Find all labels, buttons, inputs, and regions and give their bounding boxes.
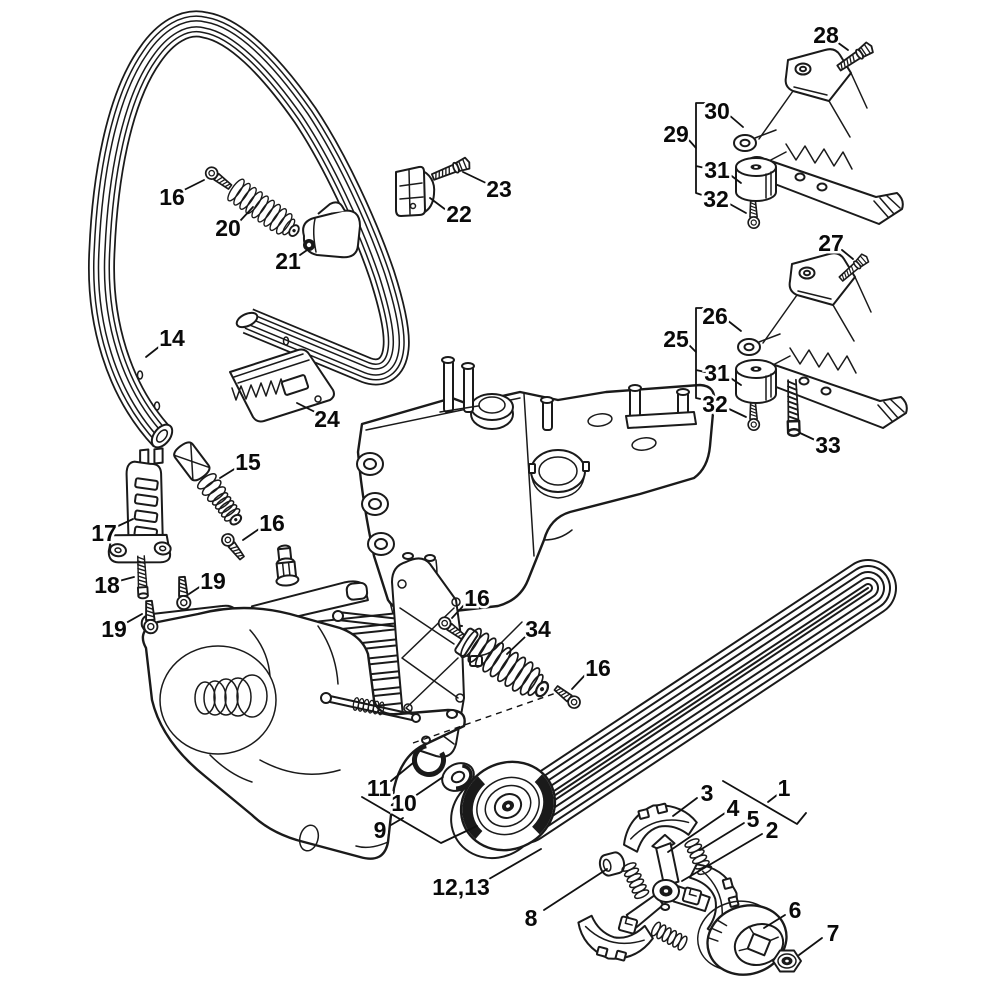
callout-16: 16 — [259, 510, 285, 536]
callout-labels: 1620212223142428302931322726253132331517… — [89, 20, 847, 949]
callout-27: 27 — [818, 230, 844, 256]
callout-1: 1 — [778, 775, 791, 801]
part-21-plug — [302, 201, 361, 259]
part-32-screw — [746, 200, 761, 230]
callout-4: 4 — [727, 795, 740, 821]
callout-33: 33 — [815, 432, 841, 458]
callout-19: 19 — [101, 616, 127, 642]
part-34-spring — [454, 625, 557, 708]
part-12-13-pulley — [450, 760, 557, 860]
part-31-buffer — [735, 359, 777, 404]
callout-25: 25 — [663, 326, 689, 352]
part-support-frame — [332, 552, 465, 758]
callout-32: 32 — [703, 186, 729, 212]
part-16-screw — [218, 530, 248, 563]
part-23-bolt — [429, 155, 473, 184]
part-tank-housing — [356, 356, 716, 667]
part-15-spring — [173, 441, 243, 526]
callout-21: 21 — [275, 248, 301, 274]
callout-31: 31 — [704, 157, 730, 183]
part-7-nut — [772, 949, 802, 973]
leader-lines — [115, 41, 854, 956]
callout-10: 10 — [391, 790, 417, 816]
part-11-circlip — [412, 743, 446, 777]
callout-18: 18 — [94, 572, 120, 598]
callout-16: 16 — [159, 184, 185, 210]
callout-34: 34 — [525, 616, 551, 642]
part-handlebar — [102, 24, 397, 451]
callout-20: 20 — [215, 215, 241, 241]
callout-2: 2 — [766, 817, 779, 843]
part-22-bracket — [395, 165, 436, 217]
part-clutch-spring — [649, 920, 690, 952]
callout-3: 3 — [701, 780, 714, 806]
part-clutch-pad — [681, 886, 703, 906]
callout-26: 26 — [702, 303, 728, 329]
callout-17: 17 — [91, 520, 117, 546]
callout-7: 7 — [827, 920, 840, 946]
callout-19: 19 — [200, 568, 226, 594]
callout-12,13: 12,13 — [432, 874, 490, 900]
part-31-buffer — [735, 157, 777, 202]
callout-9: 9 — [374, 817, 387, 843]
callout-16: 16 — [585, 655, 611, 681]
callout-28: 28 — [813, 22, 839, 48]
part-24-handle-molding — [229, 348, 335, 423]
callout-31: 31 — [704, 360, 730, 386]
callout-8: 8 — [525, 905, 538, 931]
callout-11: 11 — [367, 775, 392, 801]
assembly-axis-dashed-line — [412, 692, 557, 744]
part-5-spring — [620, 860, 651, 901]
part-17-bracket — [107, 447, 172, 564]
part-crankcase — [140, 604, 466, 860]
callout-16: 16 — [464, 585, 490, 611]
callout-22: 22 — [446, 201, 472, 227]
callout-32: 32 — [702, 391, 728, 417]
callout-5: 5 — [747, 806, 760, 832]
callout-15: 15 — [235, 449, 261, 475]
part-16-screw — [551, 682, 584, 712]
callout-23: 23 — [486, 176, 512, 202]
callout-14: 14 — [159, 325, 185, 351]
part-ribbed-belt — [496, 559, 897, 844]
part-32-screw — [746, 402, 761, 432]
part-19-screw — [174, 575, 192, 611]
callout-29: 29 — [663, 121, 689, 147]
callout-30: 30 — [704, 98, 730, 124]
part-clutch-pad — [617, 915, 639, 935]
callout-6: 6 — [789, 897, 802, 923]
callout-24: 24 — [314, 406, 340, 432]
part-6-clutch-drum — [697, 900, 788, 976]
part-16-screw — [202, 164, 235, 193]
